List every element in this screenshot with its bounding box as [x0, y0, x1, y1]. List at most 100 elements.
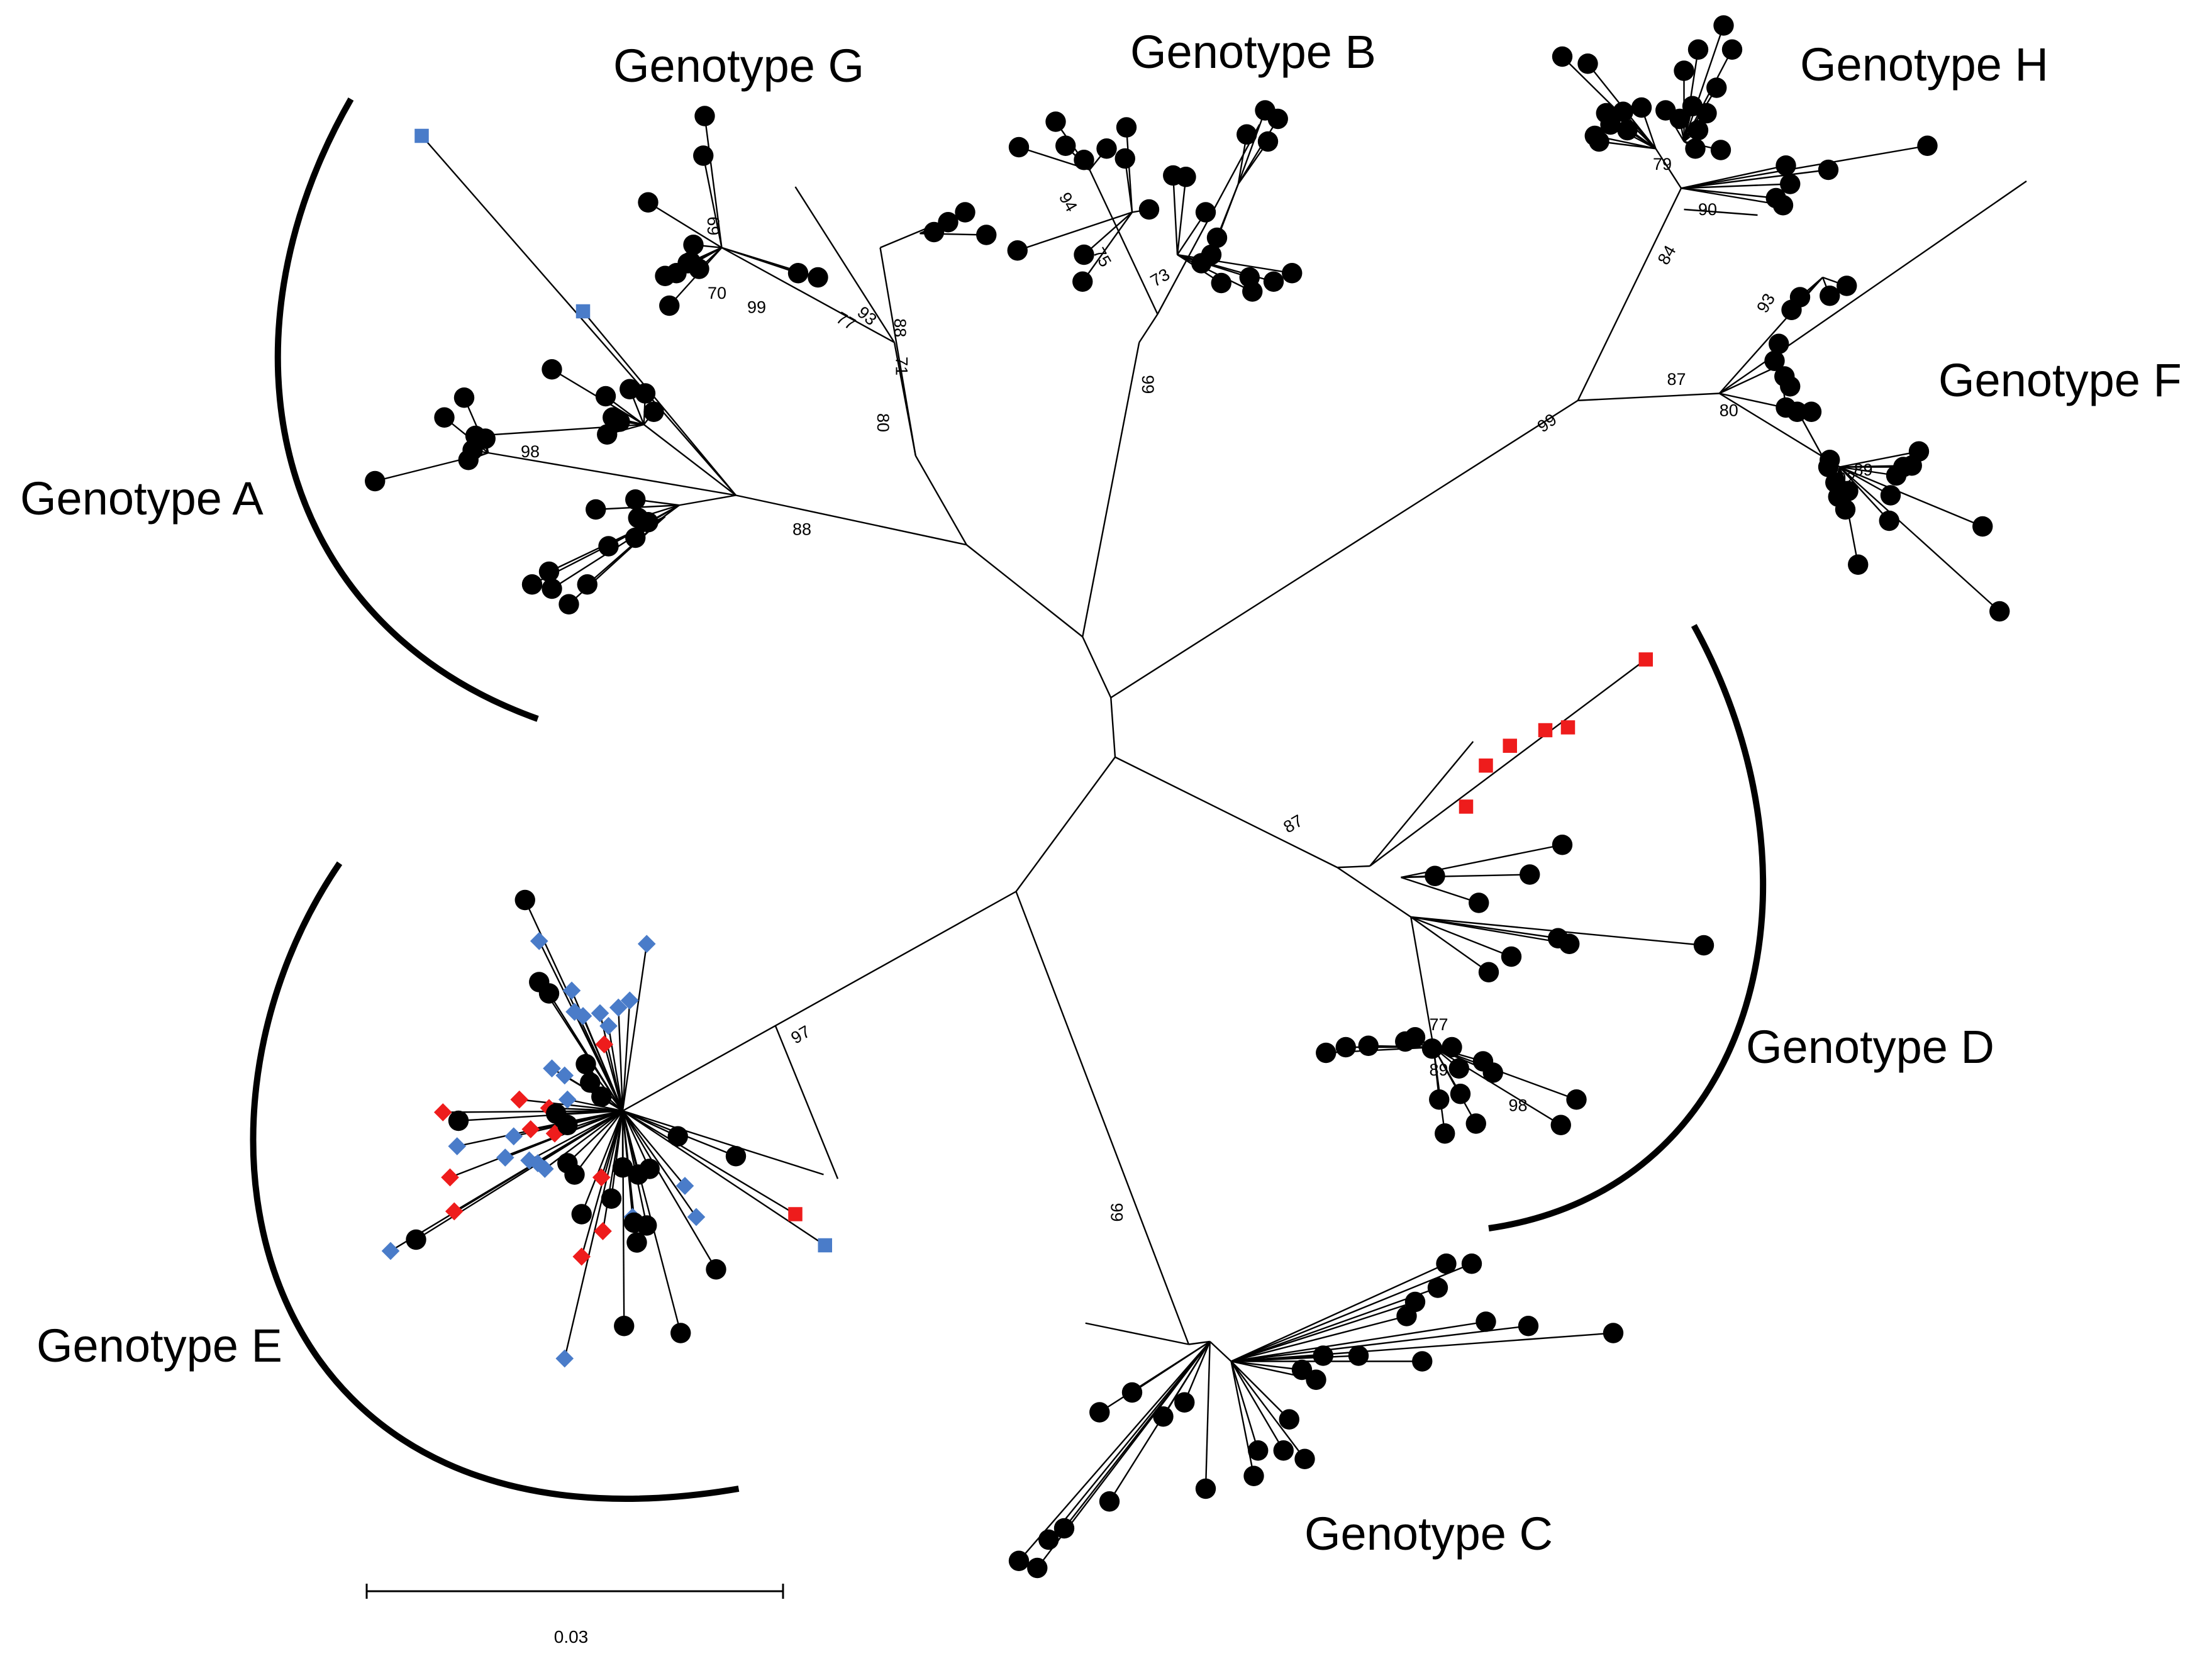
tip-circle — [725, 1146, 747, 1167]
tip-diamond-red — [441, 1168, 459, 1187]
branch — [1337, 865, 1370, 869]
tip-branch — [1230, 1360, 1284, 1451]
tip-branch — [621, 1111, 625, 1326]
branch — [774, 1025, 839, 1179]
tip-branch — [1681, 187, 1784, 206]
tip-branch — [1839, 450, 1920, 468]
tip-branch — [1839, 466, 1890, 521]
tip-branch — [1410, 916, 1512, 958]
tip-circle — [1584, 125, 1605, 147]
tip-branch — [1231, 1332, 1614, 1362]
bracket-genotype-e — [250, 861, 740, 1502]
tip-diamond-red — [595, 1035, 614, 1053]
tip-circle — [1116, 117, 1137, 138]
tip-circle — [559, 594, 579, 614]
tip-branch — [703, 155, 723, 248]
clade-label-f: Genotype F — [1938, 354, 2182, 406]
bracket-genotype-a — [274, 97, 539, 722]
tip-circle — [1674, 60, 1694, 81]
tip-circle — [694, 106, 715, 126]
tip-circle — [1282, 263, 1303, 284]
tip-square-red — [1459, 799, 1474, 814]
tip-circle — [643, 401, 664, 422]
tip-circle — [614, 1316, 635, 1336]
tip-circle — [1566, 1089, 1587, 1110]
tip-circle — [1917, 135, 1938, 156]
tip-branch — [1017, 211, 1133, 252]
tip-branch — [1237, 110, 1266, 184]
tip-circle — [1038, 1529, 1059, 1550]
tip-circle — [571, 1204, 592, 1225]
tip-circle — [808, 267, 828, 288]
tip-branch — [458, 1110, 623, 1122]
tip-branch — [621, 1000, 631, 1111]
branch — [622, 1110, 796, 1215]
bracket-genotype-d — [1488, 624, 1767, 1231]
tip-branch — [1681, 187, 1776, 199]
tip-circle — [557, 1114, 578, 1135]
bootstrap-label: 92 — [1837, 469, 1856, 488]
tip-circle — [612, 1157, 633, 1178]
tip-square-blue — [818, 1238, 832, 1253]
tip-branch — [1082, 211, 1133, 282]
tip-circle — [1427, 1277, 1448, 1298]
tip-circle — [1404, 1291, 1426, 1313]
branch — [966, 544, 1083, 638]
tip-circle — [453, 387, 475, 408]
tip-diamond-blue — [620, 991, 639, 1010]
tip-circle — [1552, 46, 1573, 67]
tip-circle — [1273, 1440, 1294, 1461]
branch — [1369, 741, 1474, 867]
branch — [1655, 148, 1682, 189]
tip-circle — [1121, 1382, 1143, 1403]
tip-branch — [618, 1007, 624, 1111]
tip-circle — [1114, 148, 1135, 169]
tip-branch — [1131, 1340, 1211, 1394]
bootstrap-label: 99 — [747, 297, 766, 316]
tip-branch — [621, 1110, 717, 1270]
tip-circle — [1600, 114, 1621, 135]
tip-circle — [625, 527, 646, 548]
tip-diamond-red — [510, 1090, 529, 1109]
tip-diamond-blue — [504, 1127, 523, 1146]
tip-circle — [1520, 864, 1540, 885]
tip-circle — [514, 889, 535, 911]
tip-square-red — [1538, 723, 1553, 738]
tip-branch — [1230, 1361, 1259, 1451]
tip-circle — [1237, 124, 1257, 145]
bootstrap-label: 71 — [892, 357, 911, 375]
bootstrap-label: 98 — [1509, 1096, 1528, 1114]
tip-diamond-blue — [562, 981, 581, 1000]
tip-circle — [1577, 53, 1598, 74]
tip-circle — [670, 1323, 691, 1343]
tip-circle — [677, 253, 698, 274]
tip-branch — [622, 1110, 697, 1218]
tip-circle — [1848, 554, 1869, 575]
tip-circle — [706, 1259, 726, 1280]
tip-circle — [1027, 1557, 1048, 1579]
tip-circle — [1989, 601, 2010, 622]
tip-branch — [1231, 1325, 1529, 1362]
tip-circle — [638, 192, 659, 213]
tip-circle — [1153, 1406, 1174, 1427]
tip-branch — [1162, 1341, 1211, 1417]
tip-branch — [721, 247, 799, 274]
tip-branch — [574, 1110, 623, 1175]
branch — [622, 1110, 824, 1175]
tip-square-blue — [575, 304, 591, 319]
tip-circle — [1195, 1478, 1216, 1499]
branch — [1015, 891, 1190, 1345]
bootstrap-label: 88 — [792, 520, 811, 539]
tip-square-blue — [414, 128, 429, 143]
tip-branch — [548, 992, 624, 1111]
branch — [914, 455, 967, 545]
tip-branch — [1411, 916, 1570, 945]
tip-branch — [1237, 118, 1279, 185]
branch — [622, 891, 1017, 1112]
branch — [643, 424, 736, 496]
tip-circle — [1291, 1359, 1313, 1381]
tip-circle — [1710, 140, 1731, 160]
tip-branch — [1231, 1321, 1486, 1362]
branch — [721, 247, 895, 343]
tip-circle — [1501, 946, 1522, 967]
